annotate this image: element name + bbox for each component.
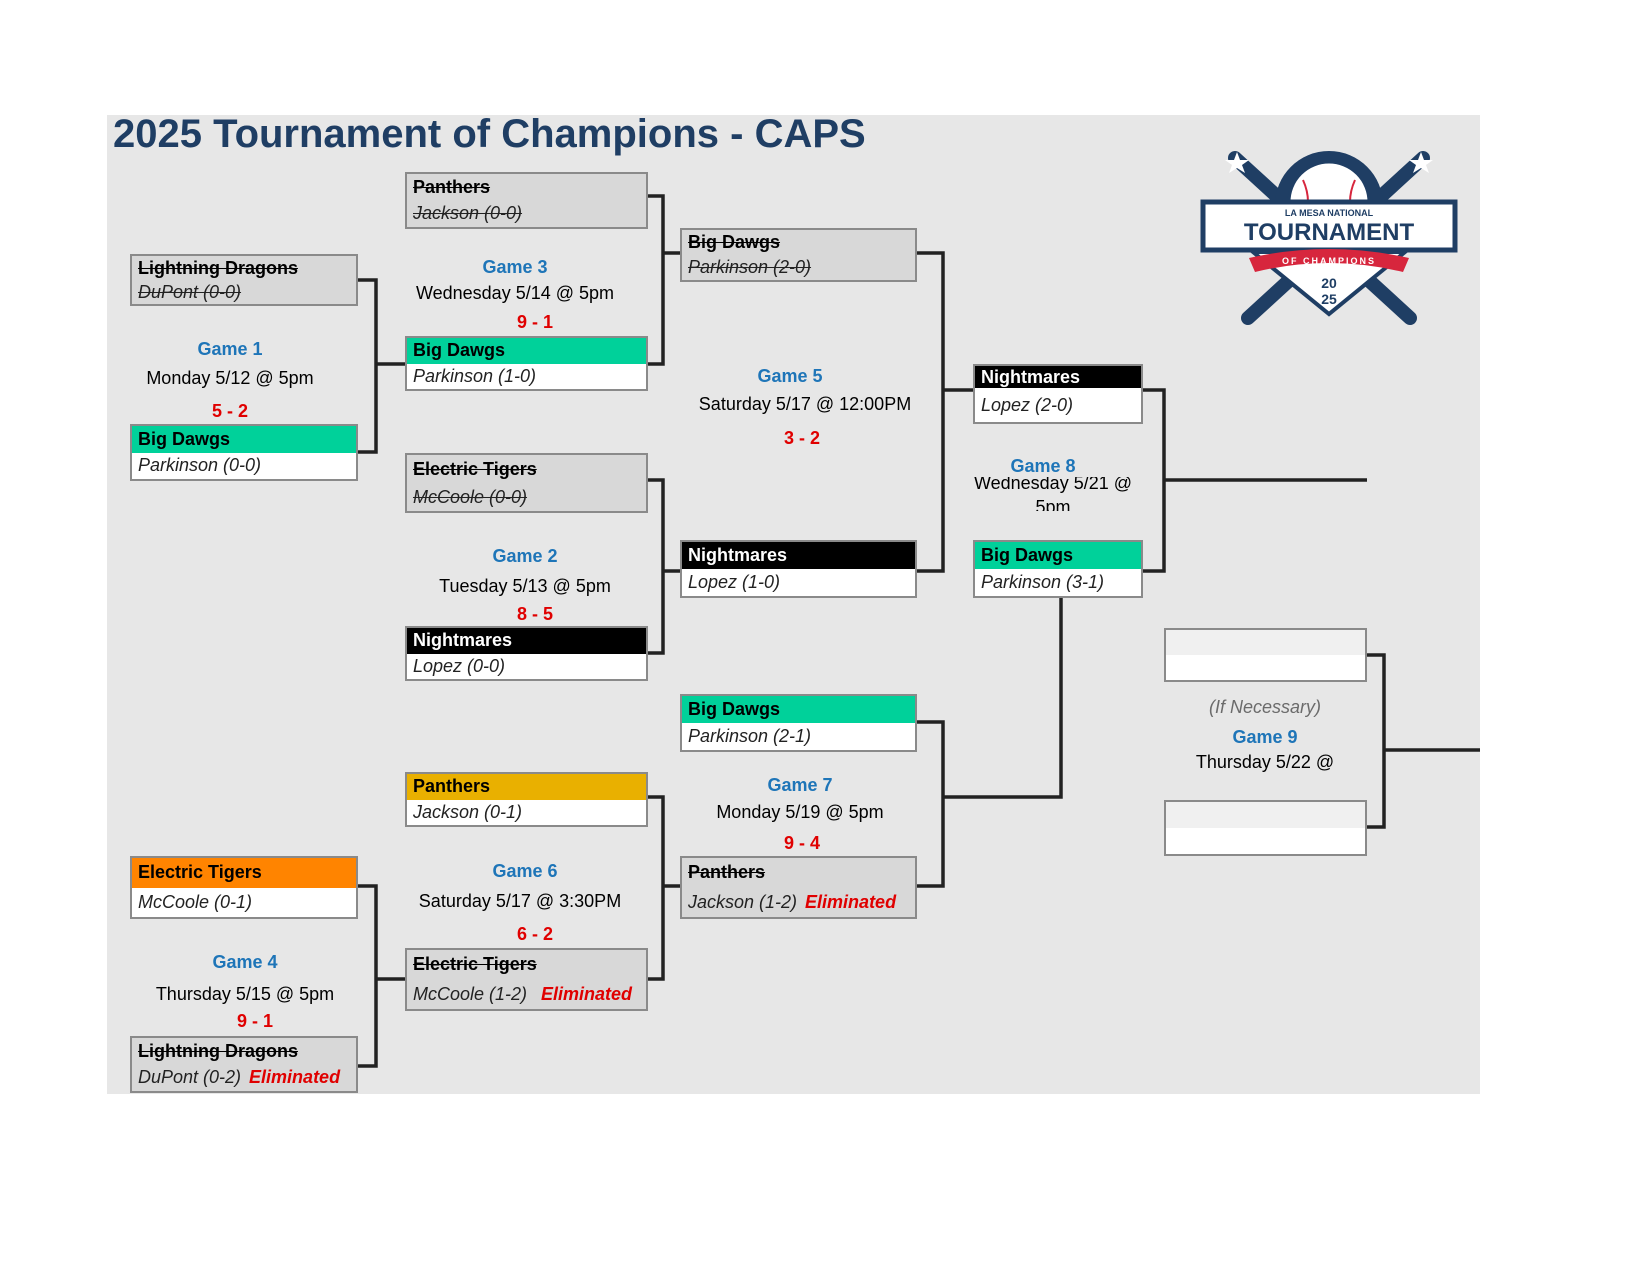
game-5-score: 3 - 2 <box>783 428 821 448</box>
g7-top-slot: Big Dawgs Parkinson (2-1) <box>680 694 917 752</box>
game-8-time: 5pm <box>1035 497 1071 511</box>
g2-top-slot: Electric Tigers McCoole (0-0) <box>405 453 648 513</box>
g9-top-slot <box>1164 628 1367 682</box>
g3-top-slot: Panthers Jackson (0-0) <box>405 172 648 229</box>
team-name: Nightmares <box>682 542 915 569</box>
page-title: 2025 Tournament of Champions - CAPS <box>113 112 866 156</box>
team-name: Electric Tigers <box>132 858 356 888</box>
game-6-label: Game 6 <box>492 861 558 881</box>
g3-bottom-slot: Big Dawgs Parkinson (1-0) <box>405 336 648 391</box>
game-2-score: 8 - 5 <box>516 604 554 624</box>
g5-top-slot: Big Dawgs Parkinson (2-0) <box>680 228 917 282</box>
g4-bottom-slot: Lightning Dragons DuPont (0-2) Eliminated <box>130 1036 358 1093</box>
team-name: Electric Tigers <box>407 455 646 483</box>
coach-name: McCoole (1-2) <box>413 983 528 1004</box>
g8-top-slot: Nightmares Lopez (2-0) <box>973 364 1143 424</box>
game-9-label: Game 9 <box>1232 727 1298 747</box>
team-name <box>1166 802 1365 828</box>
team-name: Big Dawgs <box>132 426 356 453</box>
coach-name: Jackson (1-2) <box>688 891 798 912</box>
g4-top-slot: Electric Tigers McCoole (0-1) <box>130 856 358 919</box>
game-7-label: Game 7 <box>767 775 833 795</box>
team-name: Panthers <box>682 858 915 888</box>
g6-bottom-slot: Electric Tigers McCoole (1-2) Eliminated <box>405 948 648 1011</box>
g1-top-slot: Lightning Dragons DuPont (0-0) <box>130 254 358 306</box>
game-7-date: Monday 5/19 @ 5pm <box>716 802 884 822</box>
coach-record <box>1166 655 1365 680</box>
coach-record: Lopez (2-0) <box>981 394 1074 415</box>
game-5-date: Saturday 5/17 @ 12:00PM <box>698 394 912 414</box>
coach-name: DuPont (0-2) <box>138 1067 242 1088</box>
game-1-score: 5 - 2 <box>211 401 249 421</box>
game-8-date-clip: Wednesday 5/21 @ 5pm <box>963 477 1143 511</box>
game-7-score: 9 - 4 <box>783 833 821 853</box>
team-name: Big Dawgs <box>975 542 1141 569</box>
game-1-label: Game 1 <box>197 339 263 359</box>
g8-bottom-slot: Big Dawgs Parkinson (3-1) <box>973 540 1143 598</box>
coach-record: McCoole (0-1) <box>138 891 253 912</box>
game-4-date: Thursday 5/15 @ 5pm <box>155 984 335 1004</box>
team-name: Electric Tigers <box>407 950 646 980</box>
logo-line1: LA MESA NATIONAL <box>1285 208 1374 218</box>
logo-line2: TOURNAMENT <box>1244 219 1415 246</box>
coach-record: Jackson (0-1) <box>413 801 523 822</box>
star-icon <box>1225 152 1433 173</box>
team-name: Big Dawgs <box>682 230 915 255</box>
coach-record: McCoole (0-0) <box>407 483 646 511</box>
coach-record: Parkinson (2-0) <box>682 255 915 280</box>
game-6-date: Saturday 5/17 @ 3:30PM <box>418 891 622 911</box>
tournament-logo: LA MESA NATIONAL TOURNAMENT OF CHAMPIONS… <box>1200 151 1458 325</box>
coach-record: Parkinson (3-1) <box>981 572 1105 592</box>
g5-bottom-slot: Nightmares Lopez (1-0) <box>680 540 917 598</box>
team-name: Panthers <box>407 174 646 201</box>
game-9-date: Thursday 5/22 @ <box>1195 752 1335 772</box>
coach-record: Parkinson (1-0) <box>413 365 537 386</box>
coach-record: McCoole (1-2) Eliminated <box>407 979 646 1009</box>
game-1-date: Monday 5/12 @ 5pm <box>146 368 314 388</box>
game-3-date: Wednesday 5/14 @ 5pm <box>415 283 615 303</box>
g6-top-slot: Panthers Jackson (0-1) <box>405 772 648 827</box>
team-name: Nightmares <box>975 366 1141 389</box>
g9-bottom-slot <box>1164 800 1367 856</box>
team-name: Big Dawgs <box>682 696 915 723</box>
team-name: Lightning Dragons <box>132 256 356 280</box>
game-5-label: Game 5 <box>757 366 823 386</box>
eliminated-tag: Eliminated <box>249 1067 341 1088</box>
team-name <box>1166 630 1365 655</box>
game-6-score: 6 - 2 <box>516 924 554 944</box>
game-4-label: Game 4 <box>212 952 278 972</box>
game-3-score: 9 - 1 <box>516 312 554 332</box>
team-name: Nightmares <box>407 628 646 654</box>
eliminated-tag: Eliminated <box>805 891 897 912</box>
coach-record: Parkinson (2-1) <box>688 726 812 746</box>
logo-year-bottom: 25 <box>1321 291 1337 307</box>
game-2-date: Tuesday 5/13 @ 5pm <box>439 576 611 596</box>
if-necessary-note: (If Necessary) <box>1208 697 1322 717</box>
g2-bottom-slot: Nightmares Lopez (0-0) <box>405 626 648 681</box>
team-name: Panthers <box>407 774 646 800</box>
game-3-label: Game 3 <box>482 257 548 277</box>
coach-record: DuPont (0-2) Eliminated <box>132 1064 356 1091</box>
game-4-score: 9 - 1 <box>236 1011 274 1031</box>
logo-year-top: 20 <box>1321 275 1337 291</box>
g7-bottom-slot: Panthers Jackson (1-2) Eliminated <box>680 856 917 919</box>
logo-ribbon: OF CHAMPIONS <box>1282 256 1376 266</box>
coach-record: Jackson (0-0) <box>407 200 646 227</box>
g1-bottom-slot: Big Dawgs Parkinson (0-0) <box>130 424 358 481</box>
game-8-date: Wednesday 5/21 @ <box>973 477 1133 493</box>
coach-record: Lopez (0-0) <box>413 655 506 676</box>
game-8-label: Game 8 <box>1010 456 1076 476</box>
coach-record: DuPont (0-0) <box>132 280 356 304</box>
team-name: Big Dawgs <box>407 338 646 364</box>
coach-record: Parkinson (0-0) <box>138 455 262 476</box>
game-2-label: Game 2 <box>492 546 558 566</box>
eliminated-tag: Eliminated <box>541 983 633 1004</box>
coach-record <box>1166 828 1365 854</box>
coach-record: Jackson (1-2) Eliminated <box>682 887 915 917</box>
coach-record: Lopez (1-0) <box>688 572 781 592</box>
team-name: Lightning Dragons <box>132 1038 356 1065</box>
